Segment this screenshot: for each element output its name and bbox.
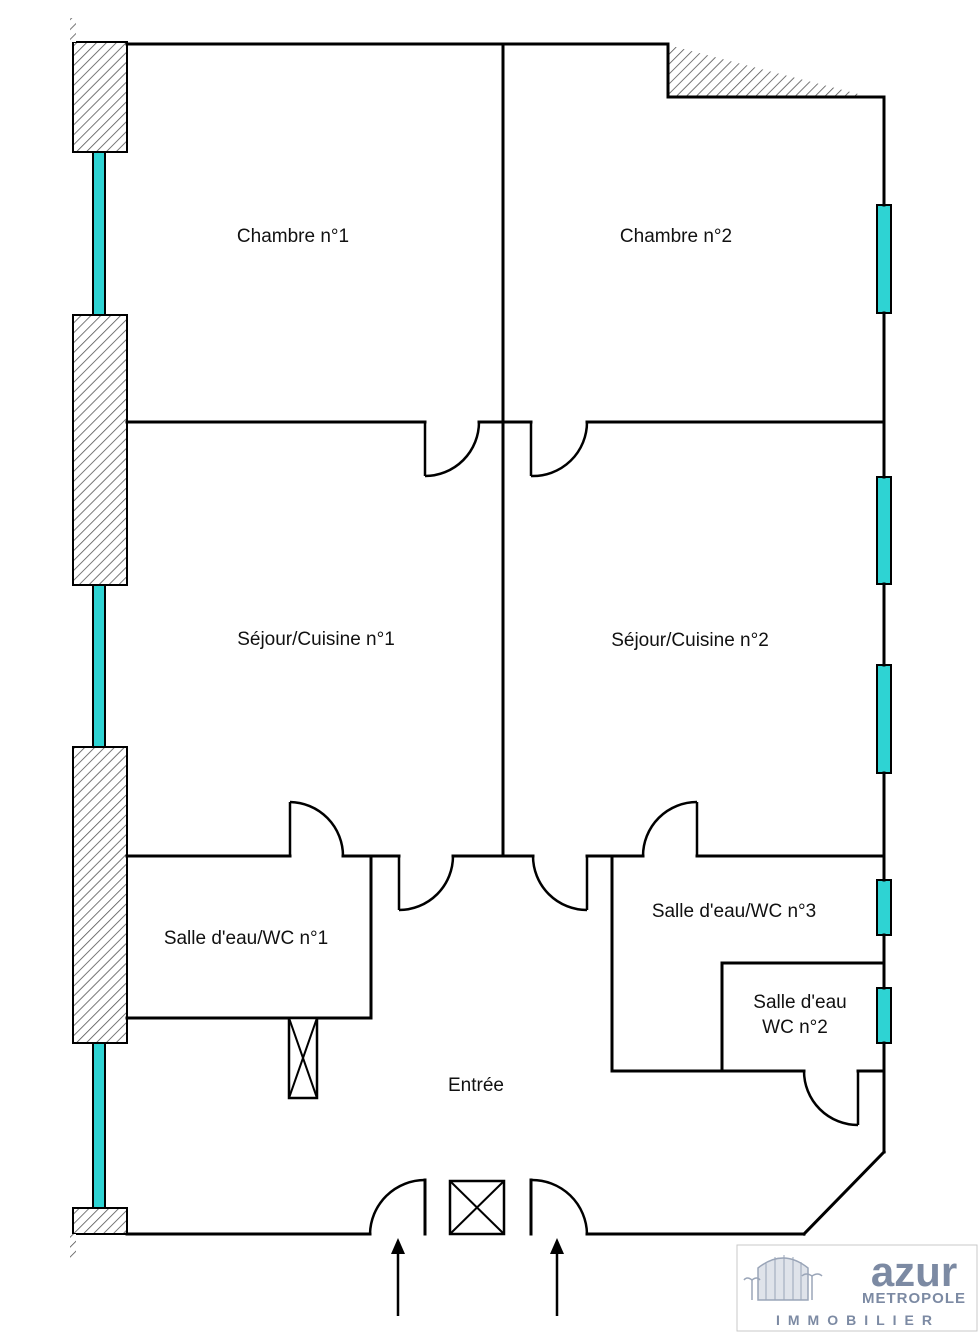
label-chambre-2: Chambre n°2	[620, 226, 732, 247]
door-sejour-1	[397, 855, 455, 912]
door-entree-left	[368, 1178, 427, 1235]
left-windows	[92, 151, 106, 1209]
interior-walls	[125, 42, 886, 1073]
doors	[288, 421, 860, 1235]
door-salle-2	[802, 1070, 860, 1127]
right-windows	[876, 204, 892, 1044]
entry-arrow-right	[550, 1238, 564, 1316]
door-salle-3	[641, 800, 699, 857]
logo-azur: azur	[871, 1248, 957, 1295]
door-entree-right	[529, 1178, 589, 1235]
door-sejour-2	[531, 855, 589, 912]
entry-arrow-left	[391, 1238, 405, 1316]
logo-immobilier: IMMOBILIER	[776, 1312, 940, 1328]
logo-metropole: METROPOLE	[862, 1290, 966, 1307]
label-sejour-1: Séjour/Cuisine n°1	[237, 629, 395, 650]
door-chambre-2	[529, 421, 589, 478]
agency-logo: azur METROPOLE IMMOBILIER	[736, 1244, 978, 1332]
building-emblem	[743, 1255, 823, 1301]
door-chambre-1	[423, 421, 481, 478]
label-sejour-2: Séjour/Cuisine n°2	[611, 630, 769, 651]
label-chambre-1: Chambre n°1	[237, 226, 349, 247]
label-salle-1: Salle d'eau/WC n°1	[164, 928, 328, 949]
label-salle-2-line2: WC n°2	[762, 1017, 828, 1038]
label-salle-2-line1: Salle d'eau	[753, 992, 846, 1013]
label-salle-3: Salle d'eau/WC n°3	[652, 901, 816, 922]
door-salle-1	[288, 800, 345, 857]
ventilation-duct-hall	[287, 1016, 319, 1100]
top-right-structural-wall	[668, 45, 870, 97]
label-entree: Entrée	[448, 1075, 504, 1096]
ventilation-duct-entry	[448, 1179, 506, 1236]
